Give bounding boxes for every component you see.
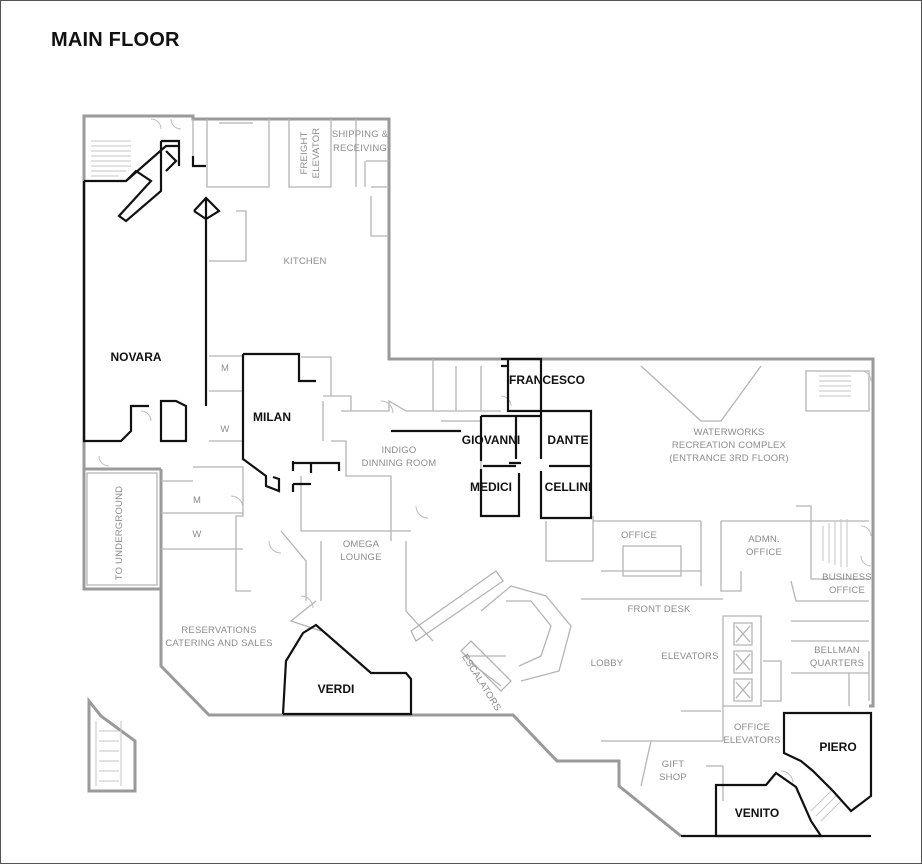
underground-stair-outline <box>87 696 137 793</box>
area-label-bellman-1: BELLMAN <box>814 645 860 656</box>
area-label-w1: W <box>220 424 229 435</box>
area-label-bellman-2: QUARTERS <box>810 658 864 669</box>
medici-room-outline <box>479 469 521 518</box>
verdi-room-outline <box>281 623 413 716</box>
cellini-room-outline <box>539 464 593 520</box>
area-label-m1: M <box>221 363 229 374</box>
area-label-admn-office-2: OFFICE <box>746 547 782 558</box>
area-label-shipping-1: SHIPPING & <box>332 129 389 140</box>
piero-room-outline <box>782 711 873 813</box>
room-label-venito: VENITO <box>735 806 779 820</box>
area-label-freight-2: ELEVATOR <box>311 128 322 179</box>
room-label-dante: DANTE <box>547 433 588 447</box>
area-label-waterworks-3: (ENTRANCE 3RD FLOOR) <box>669 453 789 464</box>
area-label-gift-shop-1: GIFT <box>662 759 684 770</box>
dante-room-outline <box>539 409 593 466</box>
area-label-waterworks-1: WATERWORKS <box>694 427 765 438</box>
room-label-francesco: FRANCESCO <box>509 373 585 387</box>
area-label-business-office-1: BUSINESS <box>822 572 872 583</box>
area-label-to-underground: TO UNDERGROUND <box>114 486 125 580</box>
area-label-omega-2: LOUNGE <box>340 552 381 563</box>
room-label-novara: NOVARA <box>110 350 161 364</box>
area-label-office-elevators-1: OFFICE <box>734 722 770 733</box>
area-label-front-desk: FRONT DESK <box>627 604 691 615</box>
area-label-reservations-1: RESERVATIONS <box>181 625 256 636</box>
area-label-kitchen: KITCHEN <box>283 256 326 267</box>
area-label-waterworks-2: RECREATION COMPLEX <box>672 440 787 451</box>
area-label-indigo-2: DINNING ROOM <box>362 458 437 469</box>
area-label-shipping-2: RECEIVING <box>333 143 387 154</box>
area-label-office: OFFICE <box>621 530 657 541</box>
room-label-giovanni: GIOVANNI <box>462 433 520 447</box>
room-label-cellini: CELLINI <box>545 480 592 494</box>
area-label-omega-1: OMEGA <box>343 539 380 550</box>
venito-room-outline <box>714 771 824 838</box>
building-outline <box>82 114 875 838</box>
area-label-reservations-2: CATERING AND SALES <box>165 638 272 649</box>
novara-room-outline <box>82 141 188 443</box>
area-label-w2: W <box>192 529 201 540</box>
giovanni-room-outline <box>479 414 541 461</box>
area-label-freight-1: FREIGHT <box>299 131 310 174</box>
floor-title: MAIN FLOOR <box>51 29 180 51</box>
underground-box <box>86 472 158 586</box>
area-label-business-office-2: OFFICE <box>829 585 865 596</box>
milan-room-outline <box>241 352 316 493</box>
area-label-gift-shop-2: SHOP <box>659 772 687 783</box>
area-label-m2: M <box>193 495 201 506</box>
area-label-office-elevators-2: ELEVATORS <box>723 735 780 746</box>
area-label-lobby: LOBBY <box>591 658 624 669</box>
area-label-elevators: ELEVATORS <box>661 651 718 662</box>
room-label-piero: PIERO <box>819 740 856 754</box>
room-label-milan: MILAN <box>253 410 291 424</box>
room-label-medici: MEDICI <box>470 480 512 494</box>
area-label-indigo-1: INDIGO <box>382 445 417 456</box>
meeting-rooms <box>82 139 873 838</box>
room-label-verdi: VERDI <box>318 682 355 696</box>
area-label-admn-office-1: ADMN. <box>748 534 780 545</box>
stair-hatching <box>91 140 851 822</box>
francesco-room-outline <box>501 357 543 413</box>
